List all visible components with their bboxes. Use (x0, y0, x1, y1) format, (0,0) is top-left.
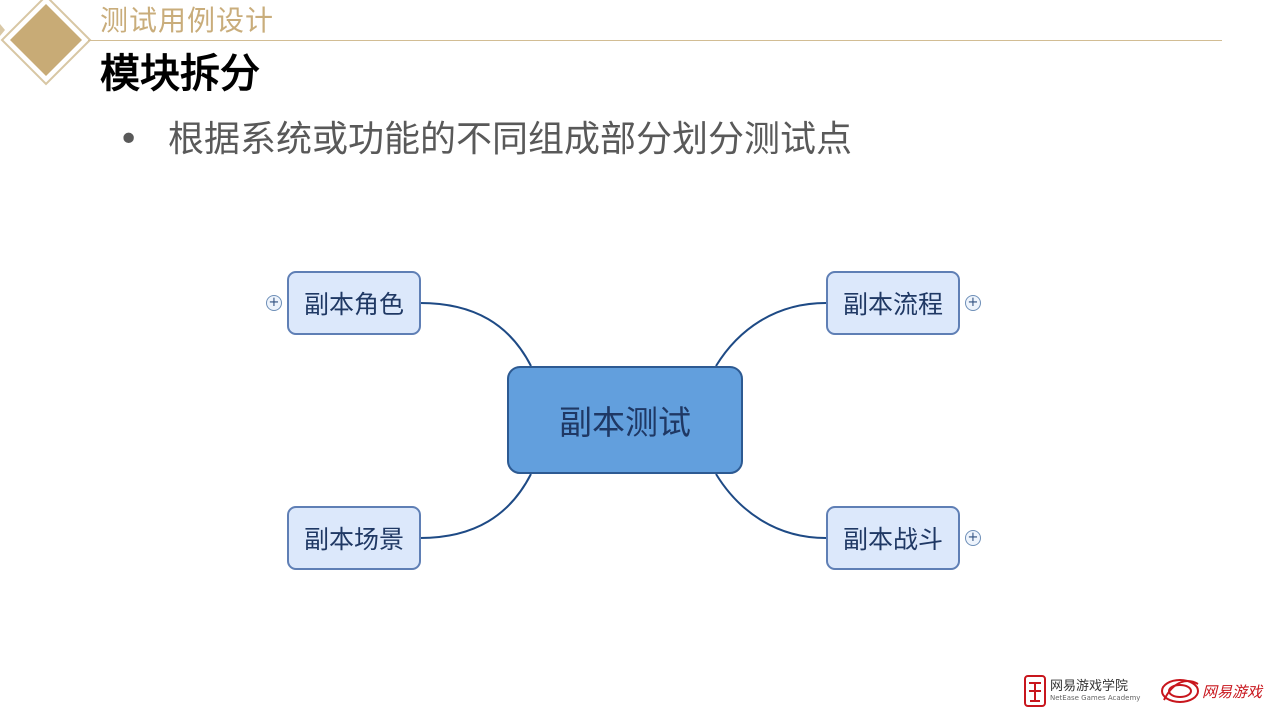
expand-top-left-icon[interactable]: + (266, 295, 282, 311)
diamond-ornament (0, 0, 92, 86)
central-topic[interactable]: 副本测试 (507, 366, 743, 474)
topic-bottom-right[interactable]: 副本战斗 (826, 506, 960, 570)
header-divider (88, 40, 1222, 41)
connector-top-right (715, 302, 827, 367)
bullet-text: 根据系统或功能的不同组成部分划分测试点 (168, 119, 853, 160)
netease-swirl-icon (1161, 679, 1199, 703)
connector-top-left (419, 302, 532, 367)
expand-bottom-right-icon[interactable]: + (965, 530, 981, 546)
slide-title: 模块拆分 (100, 51, 260, 97)
academy-seal-icon (1024, 675, 1046, 707)
expand-top-right-icon[interactable]: + (965, 295, 981, 311)
academy-subtitle: NetEase Games Academy (1050, 694, 1141, 702)
section-title: 测试用例设计 (100, 4, 275, 37)
netease-games-logo: 网易游戏 (1160, 673, 1262, 709)
topic-bottom-left[interactable]: 副本场景 (287, 506, 421, 570)
topic-top-left[interactable]: 副本角色 (287, 271, 421, 335)
academy-name: 网易游戏学院 (1050, 679, 1129, 694)
topic-top-right[interactable]: 副本流程 (826, 271, 960, 335)
connector-bottom-right (715, 473, 827, 539)
netease-games-name: 网易游戏 (1202, 682, 1263, 701)
bullet-marker: • (118, 119, 140, 160)
bullet-item: • 根据系统或功能的不同组成部分划分测试点 (118, 118, 852, 162)
connector-bottom-left (419, 473, 532, 539)
academy-logo: 网易游戏学院 NetEase Games Academy (1024, 673, 1140, 709)
